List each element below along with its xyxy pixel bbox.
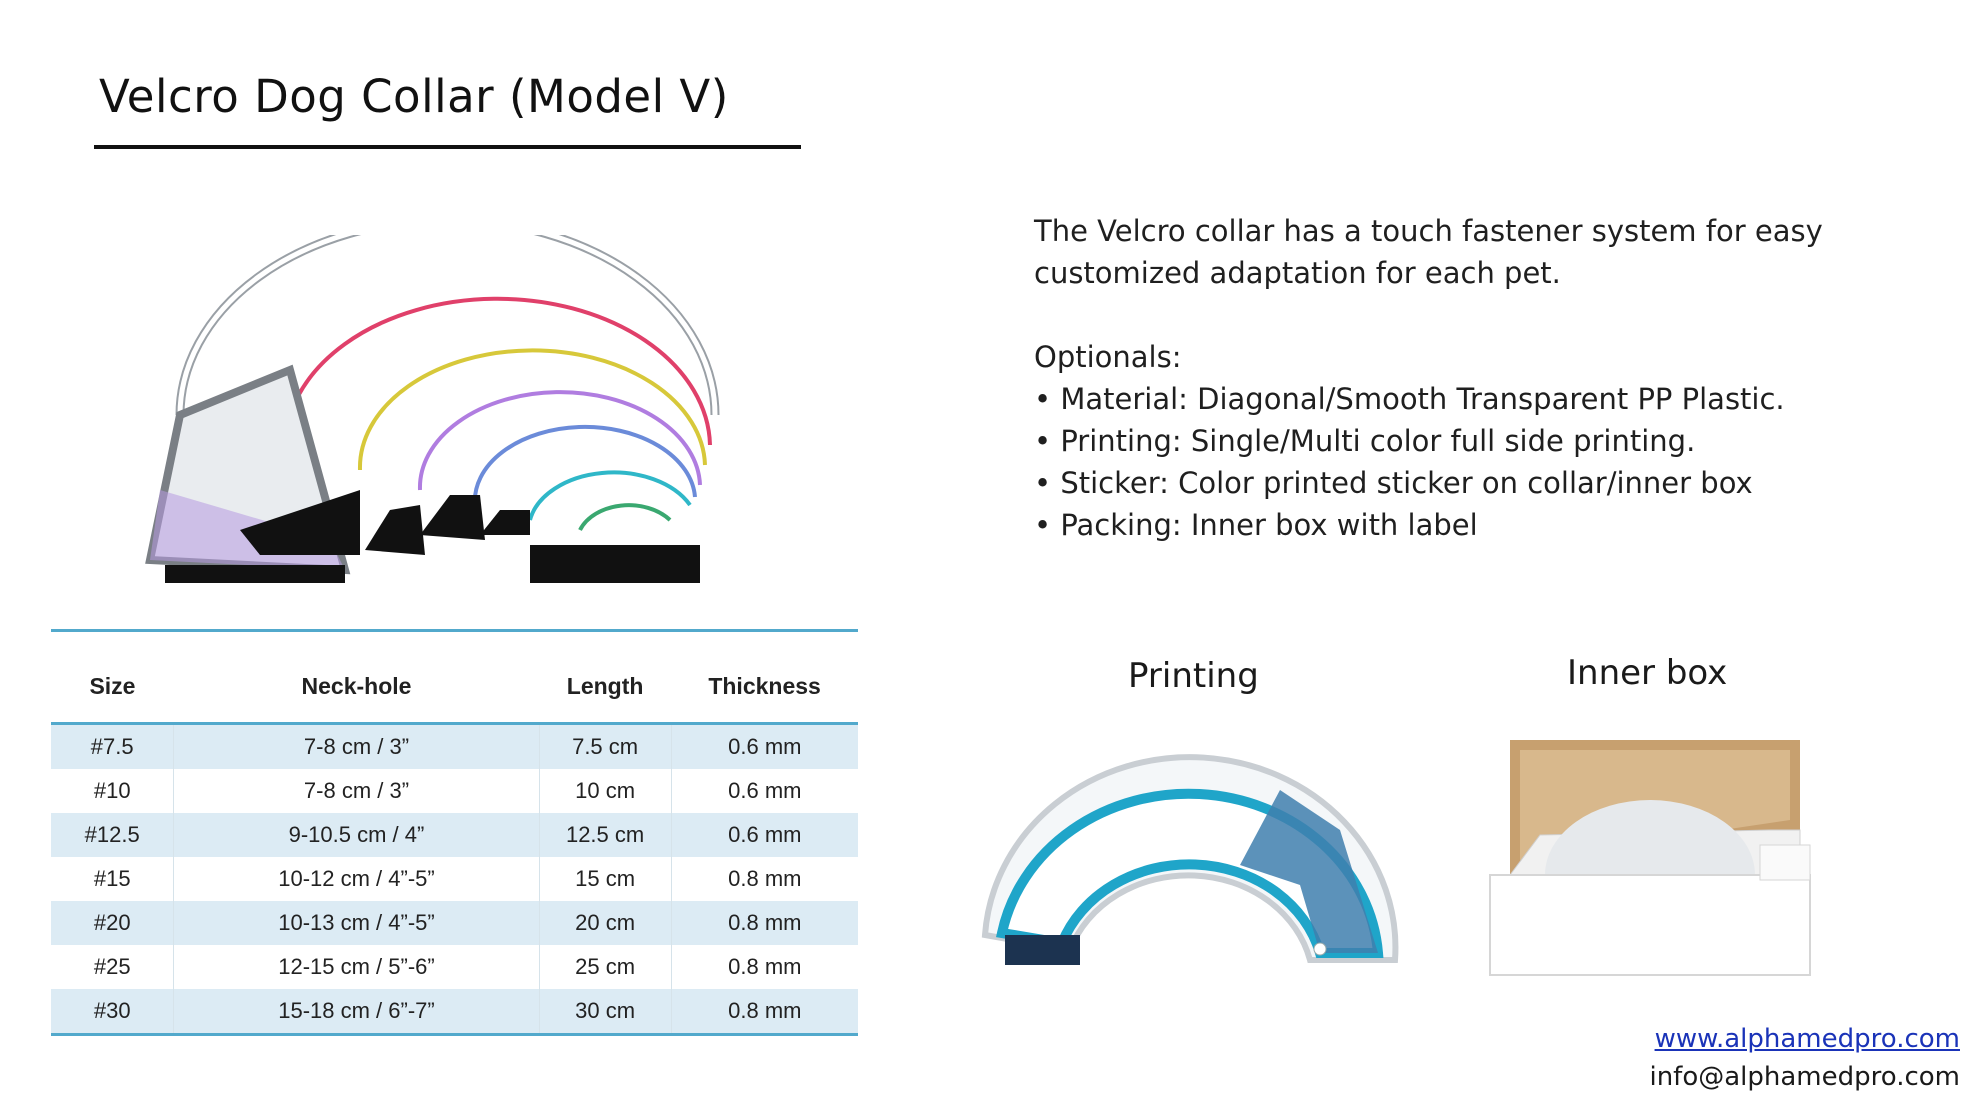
cell-length: 30 cm [539,989,672,1036]
cell-thickness: 0.6 mm [671,813,858,857]
header-size: Size [51,650,174,725]
inner-box-caption: Inner box [1567,653,1728,693]
optional-printing: Printing: Single/Multi color full side p… [1034,420,1894,462]
cell-neck-hole: 10-13 cm / 4”-5” [173,901,540,945]
cell-neck-hole: 12-15 cm / 5”-6” [173,945,540,989]
table-row: #25 12-15 cm / 5”-6” 25 cm 0.8 mm [51,945,858,989]
email-address: info@alphamedpro.com [1649,1062,1960,1092]
optionals-list: Material: Diagonal/Smooth Transparent PP… [1034,378,1894,546]
table-row: #20 10-13 cm / 4”-5” 20 cm 0.8 mm [51,901,858,945]
cell-size: #12.5 [51,813,175,857]
cell-thickness: 0.8 mm [671,901,858,945]
collar-sizes-image [145,235,720,583]
description-intro: The Velcro collar has a touch fastener s… [1034,214,1823,290]
cell-size: #25 [51,945,175,989]
table-row: #12.5 9-10.5 cm / 4” 12.5 cm 0.6 mm [51,813,858,857]
cell-size: #10 [51,769,175,813]
cell-length: 15 cm [539,857,672,901]
cell-neck-hole: 7-8 cm / 3” [173,723,540,769]
header-neck-hole: Neck-hole [173,650,540,725]
cell-thickness: 0.6 mm [728,778,802,803]
collar-arcs [175,235,720,531]
table-row: #7.5 7-8 cm / 3” 7.5 cm 0.6 mm [51,723,858,769]
printed-collar-image [981,754,1399,965]
cell-length: 20 cm [539,901,672,945]
cell-thickness: 0.8 mm [671,989,858,1036]
optionals-heading: Optionals: [1034,340,1182,374]
inner-box-image [1489,740,1811,976]
cell-size: #30 [51,989,175,1036]
optional-material: Material: Diagonal/Smooth Transparent PP… [1034,378,1894,420]
cell-length: 7.5 cm [539,723,672,769]
cell-length: 25 cm [539,945,672,989]
table-row: #10 7-8 cm / 3” 10 cm 0.6 mm [51,769,858,813]
optional-packing: Packing: Inner box with label [1034,504,1894,546]
header-thickness: Thickness [671,650,858,725]
cell-size: #15 [51,857,175,901]
header-length: Length [539,650,672,725]
cell-neck-hole: 9-10.5 cm / 4” [173,813,540,857]
table-row: #15 10-12 cm / 4”-5” 15 cm 0.8 mm [51,857,858,901]
printing-caption: Printing [1128,656,1259,696]
size-table: Size Neck-hole Length Thickness #7.5 7-8… [51,650,858,1036]
cell-neck-hole: 15-18 cm / 6”-7” [173,989,540,1036]
product-description: The Velcro collar has a touch fastener s… [1034,210,1894,546]
title-underline [94,145,801,149]
cell-neck-hole: 7-8 cm / 3” [173,769,540,813]
website-link[interactable]: www.alphamedpro.com [1654,1024,1960,1054]
page-title: Velcro Dog Collar (Model V) [99,70,729,123]
table-header-row: Size Neck-hole Length Thickness [51,650,858,725]
optional-sticker: Sticker: Color printed sticker on collar… [1034,462,1894,504]
cell-neck-hole: 10-12 cm / 4”-5” [173,857,540,901]
table-top-rule [51,629,858,632]
cell-thickness: 0.8 mm [728,954,802,979]
cell-size: #20 [51,901,175,945]
cell-thickness: 0.6 mm [671,723,858,769]
cell-thickness: 0.8 mm [728,866,802,891]
cell-length: 12.5 cm [539,813,672,857]
cell-size: #7.5 [51,723,175,769]
table-row: #30 15-18 cm / 6”-7” 30 cm 0.8 mm [51,989,858,1036]
cell-length: 10 cm [539,769,672,813]
